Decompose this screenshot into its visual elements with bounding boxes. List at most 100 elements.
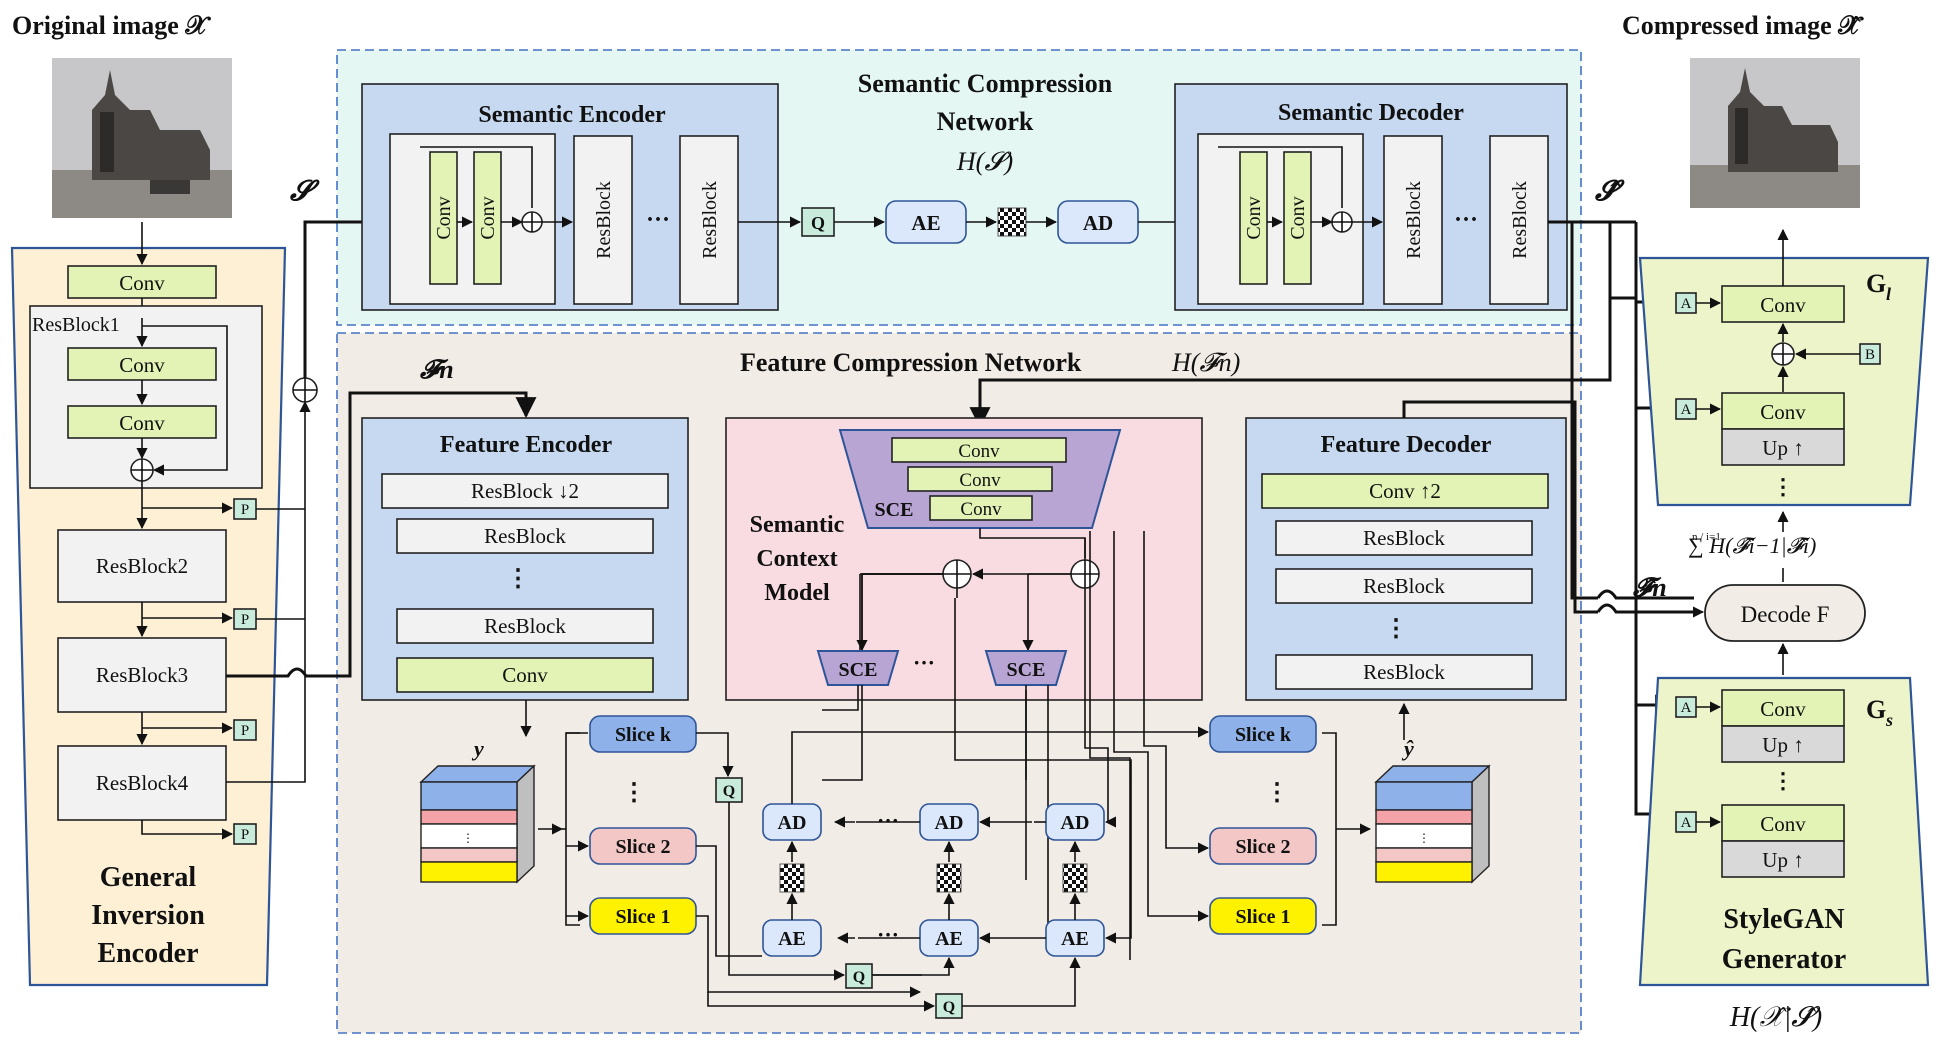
gl-sub: l [1886, 284, 1891, 304]
feature-decoder-conv-up-label: Conv ↑2 [1369, 479, 1441, 503]
feature-decoder-conv-up [1261, 473, 1549, 509]
semantic-decoder-conv-a [1239, 151, 1268, 285]
feature-encoder-dots: ⋮ [506, 566, 530, 592]
decode-f-label: Decode F [1741, 602, 1830, 627]
sce-main-conv-c [929, 495, 1033, 521]
feature-decoder-title: Feature Decoder [1321, 432, 1492, 458]
gie-p-1-label: P [241, 502, 249, 518]
svg-text:⋮: ⋮ [1418, 831, 1430, 845]
semantic-encoder-conv-b [473, 151, 502, 285]
original-image-label: Original image 𝒳 [12, 11, 211, 40]
f-hat-n-symbol: 𝓕̂n [1632, 573, 1667, 602]
slice-right-dots: ⋮ [1265, 780, 1289, 806]
semantic-encoder-dots: ··· [646, 207, 670, 233]
semantic-encoder-conv-a-label: Conv [433, 196, 455, 239]
s-hat-symbol: 𝓢̂ [1594, 176, 1625, 207]
feature-decoder-resblock-b [1275, 568, 1533, 604]
feature-encoder-title: Feature Encoder [440, 432, 613, 458]
feature-encoder-resblock-down [381, 473, 669, 509]
column-3-bitstream [1062, 863, 1088, 893]
gl-a-1-label: A [1681, 296, 1692, 312]
semantic-decoder-resblock-b-label: ResBlock [1509, 181, 1531, 259]
svg-text:AE: AE [935, 928, 963, 950]
semantic-ae-label: AE [911, 211, 940, 235]
sce-main-conv-b-label: Conv [959, 470, 1001, 491]
semantic-decoder-dots: ··· [1454, 207, 1478, 233]
semantic-encoder-resblock-b [679, 135, 739, 305]
scm-add-icon-left [942, 559, 972, 589]
latent-y-cube: ⋮ [419, 764, 536, 884]
semantic-encoder-resblock-a-label: ResBlock [593, 181, 615, 259]
slice-1-left-label: Slice 1 [616, 906, 671, 928]
y-symbol: y [471, 736, 484, 761]
scm-title-1: Semantic [750, 512, 845, 538]
gie-resblock1-conv-a-label: Conv [119, 353, 165, 377]
gie-conv [67, 265, 217, 299]
sce-left-label: SCE [839, 659, 878, 681]
semantic-entropy-label: H(𝓢) [956, 147, 1013, 176]
gs-label: G [1866, 695, 1886, 724]
entropy-column-2: AD AE [919, 803, 979, 957]
semantic-decoder-add-icon [1331, 211, 1353, 233]
gie-resblock4-label: ResBlock4 [96, 771, 189, 795]
slice-1-right [1209, 897, 1317, 935]
stylegan-entropy-label: H(𝒳̂|𝓢̂) [1729, 1002, 1822, 1033]
sce-left [816, 650, 900, 686]
gie-resblock4 [57, 745, 227, 821]
gs-a-2-label: A [1681, 815, 1692, 831]
gl-frame [1638, 256, 1930, 507]
semantic-encoder-title: Semantic Encoder [478, 102, 666, 128]
gie-resblock1-conv-a [67, 347, 217, 381]
gie-p-3 [233, 719, 257, 741]
svg-text:AD: AD [778, 812, 807, 834]
slice-k-q-label: Q [723, 783, 735, 800]
semantic-decoder-title: Semantic Decoder [1278, 100, 1464, 126]
gl-conv-bottom-label: Conv [1760, 400, 1806, 424]
feature-decoder-dots: ⋮ [1384, 616, 1408, 642]
gs-conv-bottom-label: Conv [1760, 812, 1806, 836]
gie-p-2-label: P [241, 612, 249, 628]
gie-add-icon [130, 458, 154, 482]
svg-text:AD: AD [1061, 812, 1090, 834]
slice-2-left-label: Slice 2 [616, 836, 671, 858]
feature-encoder-resblock-a-label: ResBlock [484, 524, 566, 548]
gl-b-label: B [1865, 347, 1875, 363]
gl-conv-top-label: Conv [1760, 293, 1806, 317]
gs-sub: s [1885, 710, 1893, 730]
semantic-encoder-resblock-a [573, 135, 633, 305]
gs-up-bottom [1721, 840, 1845, 878]
sum-limits: n / i=1 [1692, 531, 1721, 543]
feature-compression-title: Feature Compression Network [740, 348, 1082, 377]
gl-add-icon [1771, 342, 1795, 366]
gie-resblock2-label: ResBlock2 [96, 554, 188, 578]
sce-main-label: SCE [875, 499, 914, 521]
scm-title-2: Context [756, 546, 837, 572]
semantic-compression-title-1: Semantic Compression [858, 69, 1113, 98]
ae-q-label-2: Q [943, 999, 955, 1016]
gie-title-1: General [100, 862, 197, 893]
ae-q-box-1 [845, 963, 873, 989]
sce-main-conv-b [907, 466, 1053, 492]
stylegan-title-1: StyleGAN [1723, 904, 1844, 935]
ad-dots: ··· [877, 808, 899, 833]
slice-left-dots: ⋮ [622, 780, 646, 806]
svg-text:AE: AE [778, 928, 806, 950]
gs-conv-bottom [1721, 804, 1845, 842]
feature-encoder-conv-label: Conv [502, 663, 548, 687]
gl-a-2-label: A [1681, 402, 1692, 418]
gs-conv-top [1721, 689, 1845, 727]
feature-encoder-resblock-a [396, 518, 654, 554]
semantic-decoder-resblock-a [1383, 135, 1443, 305]
scm-title-3: Model [764, 580, 830, 606]
s-symbol: 𝓢 [289, 176, 320, 207]
gie-p-3-label: P [241, 723, 249, 739]
semantic-ad-label: AD [1083, 211, 1113, 235]
sce-main-conv-a-label: Conv [958, 441, 1000, 462]
gl-up-label: Up ↑ [1762, 436, 1803, 460]
semantic-decoder-resblock-b [1489, 135, 1549, 305]
feature-decoder-resblock-c-label: ResBlock [1363, 660, 1445, 684]
feature-encoder-conv [396, 657, 654, 693]
stylegan-title-2: Generator [1722, 944, 1846, 975]
feature-encoder-panel [361, 417, 689, 701]
sce-dots: ··· [913, 650, 935, 675]
